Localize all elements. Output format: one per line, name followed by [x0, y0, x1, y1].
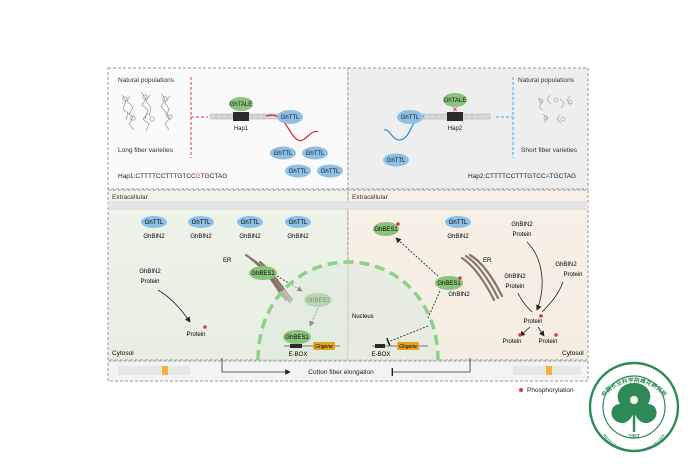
svg-text:GhTTL: GhTTL	[289, 220, 308, 226]
nucleus: Nucleus GhBES1 Ghgene E-BOX Ghgene E-BOX	[256, 260, 440, 361]
svg-text:GhTTL: GhTTL	[289, 169, 308, 175]
top-left-panel: Natural populations Long fiber varieties…	[107, 67, 349, 190]
long-fiber-bar	[118, 366, 190, 375]
svg-text:GhBIN2: GhBIN2	[143, 234, 165, 240]
svg-text:GhBIN2: GhBIN2	[448, 292, 470, 298]
svg-text:Protein: Protein	[523, 319, 542, 325]
svg-text:GhTTL: GhTTL	[449, 220, 468, 226]
svg-text:Protein: Protein	[538, 339, 557, 345]
svg-text:GhBES1: GhBES1	[285, 335, 309, 341]
svg-text:GhTTL: GhTTL	[306, 151, 325, 157]
membrane-complexes-right: GhBES1 GhTTL GhBIN2 GhBIN2 Protein	[373, 216, 533, 240]
svg-text:GhBIN2: GhBIN2	[555, 262, 577, 268]
hap1-label: Hap1	[234, 126, 249, 132]
svg-text:GhTALE: GhTALE	[444, 98, 467, 104]
right-cytosol-pathway: ER GhBES1 GhBIN2 GhBIN2 Protein GhBIN2 P…	[395, 237, 584, 357]
hap1-sequence: Hap1:CTTTTCCTTTGTCCGTGCTAG	[118, 173, 227, 180]
ghttl-bubble-right	[397, 110, 423, 124]
short-fiber-label: Short fiber varieties	[521, 147, 578, 154]
cotton-fiber-sketches-right	[537, 94, 573, 124]
svg-text:GhBES1: GhBES1	[374, 227, 398, 233]
svg-text:Ghgene: Ghgene	[399, 344, 417, 350]
phospho-dot	[203, 325, 207, 329]
cotton-fiber-sketches	[121, 91, 173, 132]
binding-site-right	[447, 112, 463, 121]
svg-text:GhTTL: GhTTL	[387, 158, 406, 164]
binding-site	[233, 112, 249, 121]
phosphorylation-legend: Phosphorylation	[519, 387, 574, 394]
top-right-panel: Natural populations Short fiber varietie…	[347, 67, 589, 190]
ebox-label-right: E-BOX	[372, 352, 391, 358]
svg-text:Protein: Protein	[512, 232, 531, 238]
svg-text:Protein: Protein	[505, 284, 524, 290]
svg-text:GhBIN2: GhBIN2	[139, 269, 161, 275]
svg-text:GhBIN2: GhBIN2	[239, 234, 261, 240]
ebox-label-left: E-BOX	[289, 352, 308, 358]
svg-text:Protein: Protein	[502, 339, 521, 345]
svg-text:GhBIN2: GhBIN2	[447, 234, 469, 240]
svg-text:GhBES1: GhBES1	[251, 271, 275, 277]
plasma-membrane	[108, 202, 588, 209]
institute-seal: 1957 中国农业科学院棉花研究所 INSTITUTE OF COTTON RE…	[588, 361, 680, 453]
extracellular-label-left: Extracellular	[112, 194, 149, 201]
svg-text:GhBES1: GhBES1	[437, 281, 461, 287]
svg-text:GhTTL: GhTTL	[321, 169, 340, 175]
extracellular-label-right: Extracellular	[352, 194, 389, 201]
svg-text:GhTTL: GhTTL	[145, 220, 164, 226]
svg-text:GhTTL: GhTTL	[274, 151, 293, 157]
svg-text:GhBIN2: GhBIN2	[504, 274, 526, 280]
membrane-complexes-left: GhTTL GhBIN2 GhTTL GhBIN2 GhTTL GhBIN2 G…	[141, 216, 311, 240]
svg-text:GhTTL: GhTTL	[241, 220, 260, 226]
ghttl-bubble	[277, 110, 303, 124]
hap2-label: Hap2	[448, 126, 463, 132]
svg-text:Phosphorylation: Phosphorylation	[527, 387, 574, 394]
long-fiber-label: Long fiber varieties	[118, 147, 174, 154]
hap2-sequence: Hap2:CTTTTCCTTTGTCCATGCTAG	[468, 173, 576, 180]
er-right	[460, 253, 504, 302]
svg-text:Protein: Protein	[186, 332, 205, 338]
svg-text:GhBIN2: GhBIN2	[511, 222, 533, 228]
natural-populations-label-right: Natural populations	[518, 77, 575, 84]
cytosol-label-right: Cytosol	[562, 350, 584, 357]
er-label-left: ER	[223, 258, 232, 264]
ghtale-bubble	[229, 97, 253, 111]
block-cross: ×	[453, 105, 458, 114]
er-label-right: ER	[483, 258, 492, 264]
svg-text:Ghgene: Ghgene	[315, 344, 333, 350]
svg-text:GhTALE: GhTALE	[230, 102, 253, 108]
elongation-strip: Cotton fiber elongation	[107, 358, 589, 382]
ghtale-bubble-right	[443, 93, 467, 107]
seal-year: 1957	[628, 434, 639, 440]
svg-text:GhBIN2: GhBIN2	[287, 234, 309, 240]
svg-text:Protein: Protein	[563, 272, 582, 278]
top-right-frame	[347, 67, 589, 190]
top-left-frame	[107, 67, 349, 190]
svg-text:Protein: Protein	[140, 279, 159, 285]
svg-text:GhTTL: GhTTL	[281, 115, 300, 121]
nucleus-label: Nucleus	[352, 314, 374, 320]
cytosol-label-left: Cytosol	[112, 350, 134, 357]
elongation-label: Cotton fiber elongation	[308, 369, 374, 376]
svg-text:GhBIN2: GhBIN2	[190, 234, 212, 240]
svg-text:GhTTL: GhTTL	[192, 220, 211, 226]
svg-text:GhTTL: GhTTL	[401, 115, 420, 121]
natural-populations-label: Natural populations	[118, 77, 175, 84]
